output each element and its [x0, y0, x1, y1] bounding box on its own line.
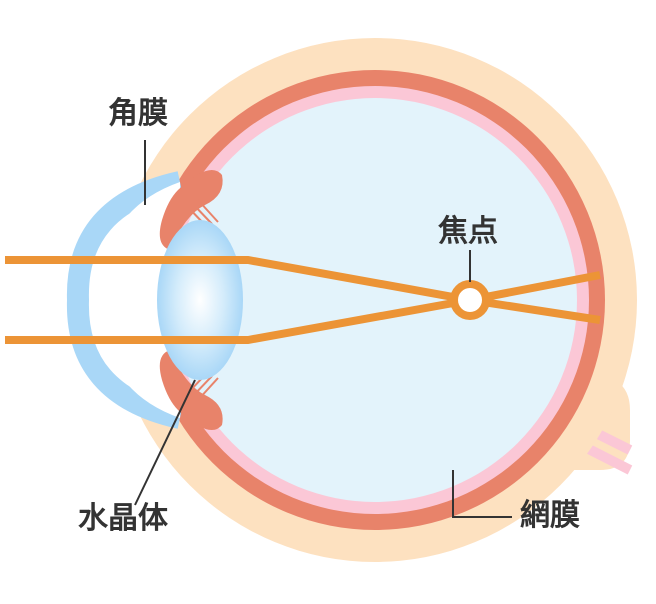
label-retina: 網膜 — [520, 498, 580, 533]
focal-point — [450, 280, 490, 320]
label-focus: 焦点 — [438, 214, 498, 249]
light-rays — [5, 256, 601, 344]
crystalline-lens — [157, 220, 243, 380]
label-lens: 水晶体 — [78, 501, 168, 536]
leader-line-lens — [134, 379, 196, 506]
leader-line-retina — [452, 470, 512, 518]
vitreous-body — [173, 98, 577, 502]
label-cornea: 角膜 — [108, 96, 168, 131]
light-ray-upper — [5, 256, 601, 305]
cornea — [66, 171, 183, 429]
leader-lines — [134, 140, 512, 518]
anterior-chamber — [100, 182, 180, 418]
light-ray-lower — [5, 295, 601, 344]
